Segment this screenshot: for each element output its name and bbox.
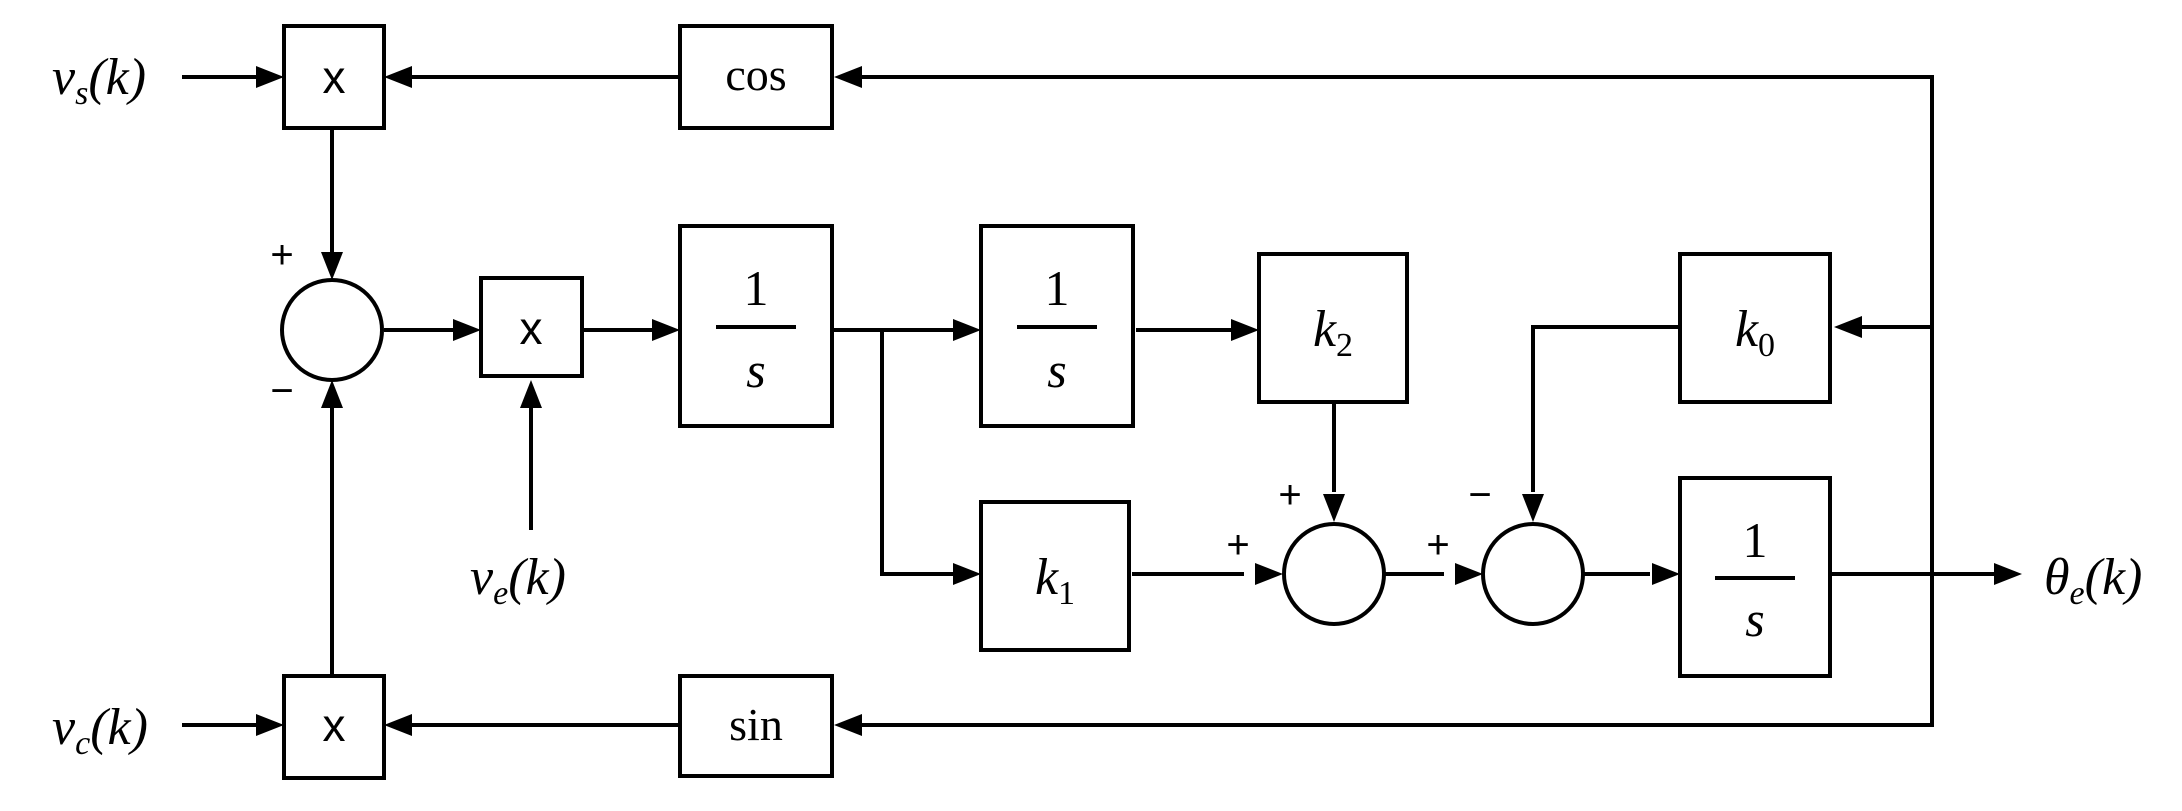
sin-label: sin — [729, 699, 783, 750]
signal-wires — [182, 75, 1995, 727]
signal-vc-label: vc(k) — [52, 699, 148, 762]
arrowhead — [1323, 494, 1345, 522]
sign-plus: + — [270, 233, 293, 277]
integrator-numerator: 1 — [744, 260, 769, 316]
arrowhead — [1522, 494, 1544, 522]
arrowhead — [953, 563, 981, 585]
signal-ve-label: ve(k) — [470, 549, 566, 612]
sign-minus: − — [270, 369, 293, 413]
multiplier-top: x — [282, 24, 386, 130]
gain-k1: k1 — [979, 500, 1131, 652]
arrowhead — [652, 319, 680, 341]
multiplier-label: x — [520, 302, 543, 354]
arrowhead — [834, 714, 862, 736]
gain-k0: k0 — [1678, 252, 1832, 404]
integrator-denominator: s — [1745, 591, 1764, 647]
integrator-2: 1 s — [979, 224, 1135, 428]
arrowhead — [321, 380, 343, 408]
summing-junction-feedback — [1481, 522, 1585, 626]
arrowhead — [1455, 563, 1483, 585]
gain-k1-label: k1 — [1035, 549, 1075, 612]
cos-block: cos — [678, 24, 834, 130]
arrowhead — [1994, 563, 2022, 585]
arrowhead — [384, 714, 412, 736]
integrator-denominator: s — [1047, 342, 1066, 398]
summing-junction-phase-detector — [280, 278, 384, 382]
integrator-numerator: 1 — [1045, 260, 1070, 316]
sin-block: sin — [678, 674, 834, 778]
integrator-numerator: 1 — [1743, 512, 1768, 568]
arrowhead — [384, 66, 412, 88]
sign-minus: − — [1468, 473, 1491, 517]
multiplier-middle: x — [479, 276, 584, 378]
cos-label: cos — [725, 49, 786, 100]
gain-k2-label: k2 — [1313, 301, 1353, 364]
summing-junction-pi — [1282, 522, 1386, 626]
multiplier-label: x — [323, 699, 346, 751]
gain-k0-label: k0 — [1735, 301, 1775, 364]
arrowhead — [1652, 563, 1680, 585]
arrowhead — [834, 66, 862, 88]
arrowhead — [256, 66, 284, 88]
gain-k2: k2 — [1257, 252, 1409, 404]
arrowhead — [321, 252, 343, 280]
arrowheads — [256, 66, 2022, 736]
integrator-denominator: s — [746, 342, 765, 398]
integrator-3: 1 s — [1678, 476, 1832, 678]
sign-plus: + — [1278, 473, 1301, 517]
arrowhead — [1231, 319, 1259, 341]
multiplier-bottom: x — [282, 674, 386, 780]
arrowhead — [1255, 563, 1283, 585]
arrowhead — [1834, 316, 1862, 338]
integrator-1: 1 s — [678, 224, 834, 428]
multiplier-label: x — [323, 51, 346, 103]
arrowhead — [520, 380, 542, 408]
arrowhead — [453, 319, 481, 341]
arrowhead — [256, 714, 284, 736]
arrowhead — [953, 319, 981, 341]
signal-theta-output-label: θe(k) — [2044, 549, 2142, 612]
sign-plus: + — [1426, 523, 1449, 567]
signal-vs-label: vs(k) — [52, 49, 146, 112]
sign-plus: + — [1226, 523, 1249, 567]
